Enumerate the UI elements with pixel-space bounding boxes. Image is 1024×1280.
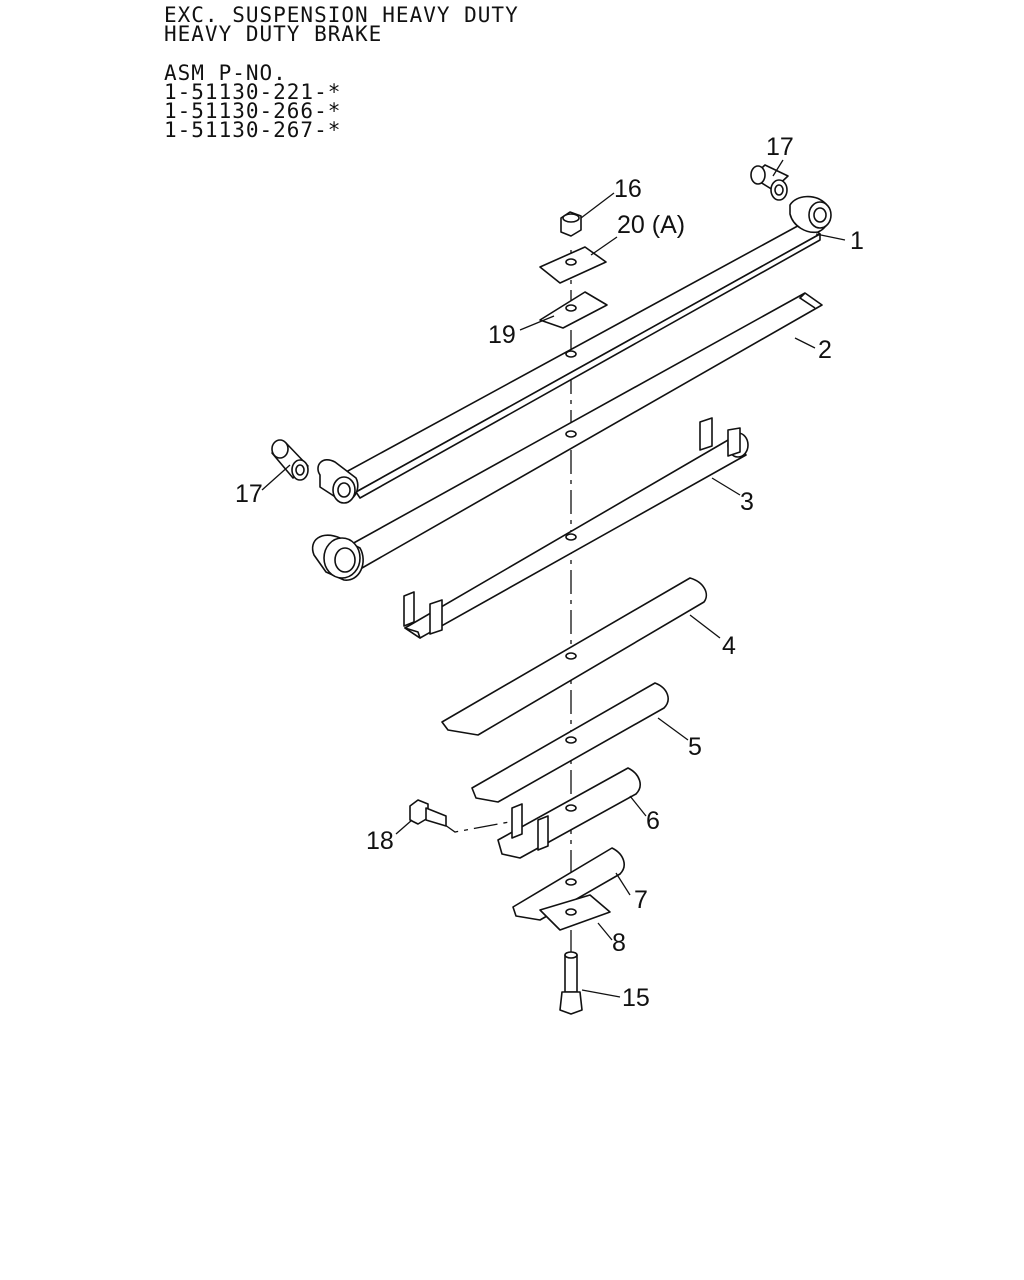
callout-3: 3 — [740, 488, 754, 516]
callout-16: 16 — [614, 175, 642, 203]
nut-16 — [560, 211, 582, 237]
callout-2: 2 — [818, 336, 832, 364]
callout-labels: 17 16 20 (A) 1 19 2 17 3 4 5 6 18 7 8 15 — [235, 133, 864, 1012]
leader-lines — [261, 159, 846, 998]
callout-17-upper: 17 — [766, 133, 794, 161]
callout-8: 8 — [612, 929, 626, 957]
part-number-3: 1-51130-267-* — [164, 118, 341, 142]
center-holes — [565, 258, 577, 916]
callout-19: 19 — [488, 321, 516, 349]
part-number-2: 1-51130-266-* — [164, 99, 341, 123]
callout-17-left: 17 — [235, 480, 263, 508]
callout-15: 15 — [622, 984, 650, 1012]
clip-bolt-axis — [437, 819, 521, 833]
asm-part-no-label: ASM P-NO. — [164, 61, 287, 85]
callout-1: 1 — [850, 227, 864, 255]
callout-20a: 20 (A) — [617, 211, 685, 239]
bushing-17-left — [271, 439, 309, 481]
part-number-1: 1-51130-221-* — [164, 80, 341, 104]
callout-5: 5 — [688, 733, 702, 761]
header-line-1: EXC. SUSPENSION HEAVY DUTY — [164, 3, 519, 27]
main-leaf-1 — [317, 195, 832, 504]
callout-7: 7 — [634, 886, 648, 914]
callout-4: 4 — [722, 632, 736, 660]
callout-6: 6 — [646, 807, 660, 835]
header-line-2: HEAVY DUTY BRAKE — [164, 22, 382, 46]
clip-bolt-18 — [409, 799, 447, 827]
leaf-6-with-clips — [497, 767, 641, 859]
header-block: EXC. SUSPENSION HEAVY DUTY HEAVY DUTY BR… — [164, 3, 519, 142]
callout-18: 18 — [366, 827, 394, 855]
second-leaf-2 — [311, 292, 823, 581]
bushing-17-upper — [750, 164, 789, 201]
center-bolt-15 — [559, 951, 583, 1015]
